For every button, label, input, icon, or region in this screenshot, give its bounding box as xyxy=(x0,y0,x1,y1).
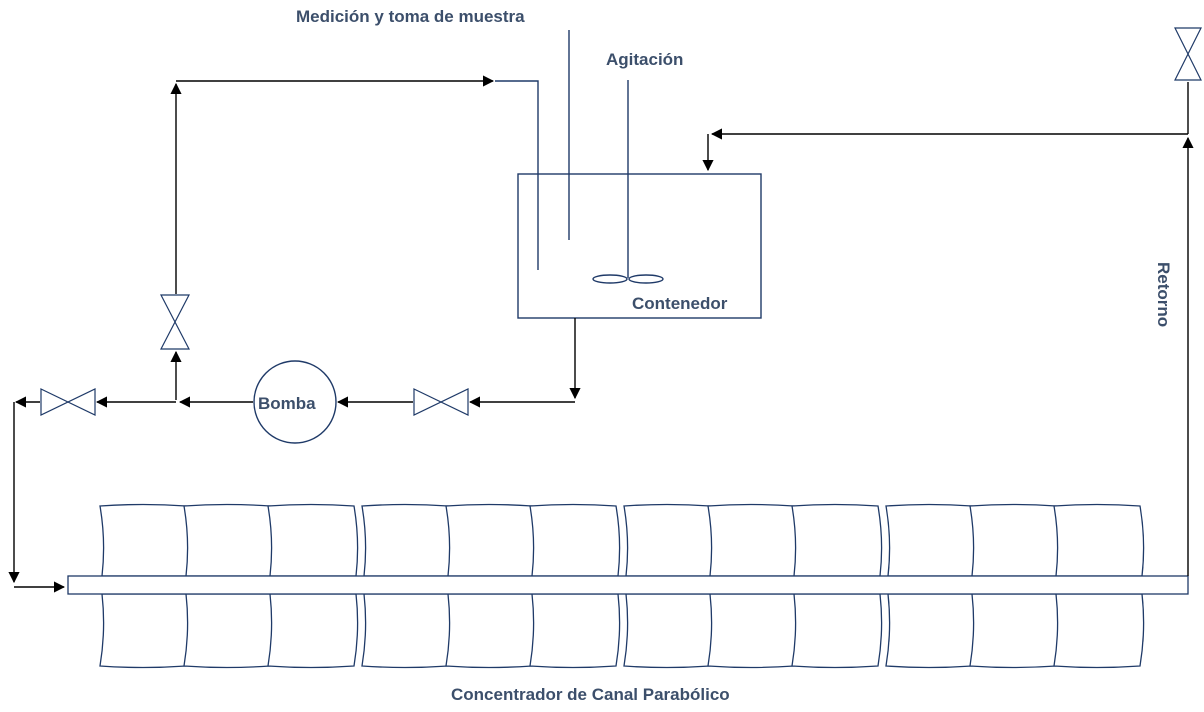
trough-mirror-segment xyxy=(183,503,275,577)
agitator-icon xyxy=(592,274,664,284)
valve-icon[interactable] xyxy=(1174,27,1202,81)
trough-mirror-segment xyxy=(885,593,977,669)
container-tank xyxy=(517,173,762,319)
trough-mirror-segment xyxy=(623,503,715,577)
trough-mirror-segment xyxy=(1053,503,1145,577)
agitation-label: Agitación xyxy=(606,50,683,69)
trough-mirror-segment xyxy=(361,503,453,577)
return-label: Retorno xyxy=(1154,262,1173,327)
trough-mirror-segment xyxy=(791,503,883,577)
trough-mirror-segment xyxy=(445,593,537,669)
trough-mirror-segment xyxy=(99,593,191,669)
trough-mirror-segment xyxy=(183,593,275,669)
trough-mirror-segment xyxy=(707,503,799,577)
trough-mirror-segment xyxy=(969,593,1061,669)
concentrator-label: Concentrador de Canal Parabólico xyxy=(451,685,730,704)
trough-mirror-segment xyxy=(361,593,453,669)
trough-mirror-segment xyxy=(1053,593,1145,669)
pump-label: Bomba xyxy=(258,394,316,413)
trough-mirror-segment xyxy=(529,503,621,577)
container-label: Contenedor xyxy=(632,294,728,313)
trough-mirror-segment xyxy=(99,503,191,577)
pump-icon[interactable] xyxy=(253,360,337,444)
trough-mirror-segment xyxy=(267,593,359,669)
trough-mirror-segment xyxy=(445,503,537,577)
trough-mirror-segment xyxy=(267,503,359,577)
receiver-tube xyxy=(67,575,1189,595)
trough-mirror-segment xyxy=(623,593,715,669)
trough-mirror-segment xyxy=(529,593,621,669)
trough-mirror-segment xyxy=(885,503,977,577)
trough-mirror-segment xyxy=(707,593,799,669)
trough-mirror-segment xyxy=(791,593,883,669)
valve-icon[interactable] xyxy=(413,388,469,416)
valve-icon[interactable] xyxy=(40,388,96,416)
parabolic-trough-concentrator xyxy=(99,503,1145,669)
inlet-pipe xyxy=(495,80,539,270)
trough-mirror-segment xyxy=(969,503,1061,577)
valve-icon[interactable] xyxy=(160,294,190,350)
measurement-sampling-label: Medición y toma de muestra xyxy=(296,7,525,26)
